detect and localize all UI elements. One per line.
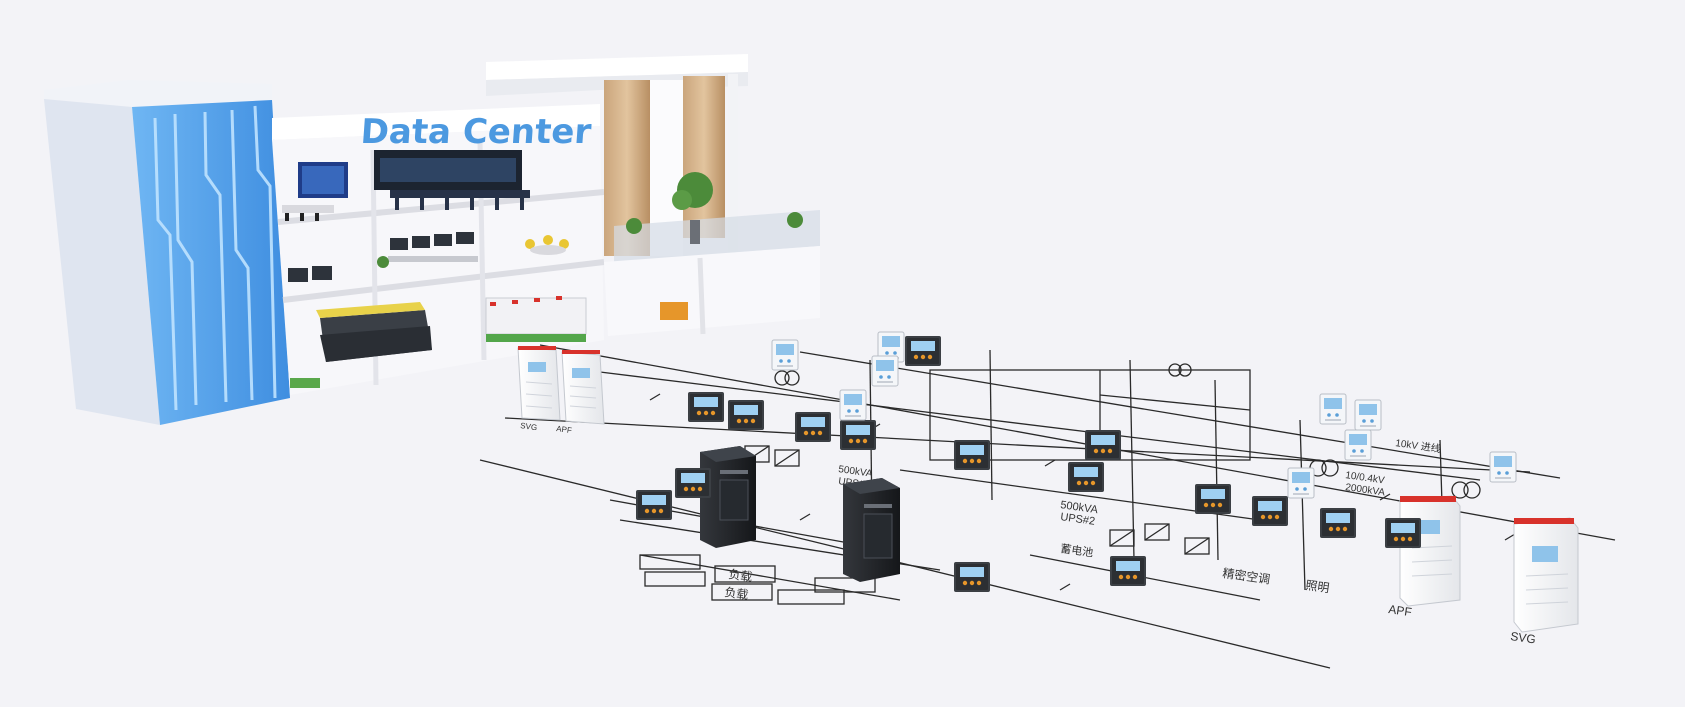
office-workstations (288, 232, 478, 282)
load-label-2: 负载 (724, 585, 750, 602)
meter-icon (1068, 462, 1104, 492)
ups-cabinet-2 (843, 478, 900, 582)
battery-label: 蓄电池 (1060, 542, 1094, 559)
meter-icon (1320, 508, 1356, 538)
meter-icon (728, 400, 764, 430)
svg-cabinet-large (1513, 517, 1579, 633)
meter-icon (795, 412, 831, 442)
meter-icon (688, 392, 724, 422)
terrace-glass (614, 210, 820, 262)
meter-icon (1195, 484, 1231, 514)
roof-slab (272, 104, 600, 140)
ups2-name-label: UPS#2 (1060, 511, 1096, 528)
svg-cabinet-small (517, 346, 561, 421)
relay-icon (1489, 451, 1517, 483)
operator-desks (390, 190, 530, 210)
relay-icon (1354, 399, 1382, 431)
plant-small-right (787, 212, 803, 228)
relay-icon (1287, 467, 1315, 499)
meter-icon (636, 490, 672, 520)
protection-relays (771, 331, 1517, 499)
apf-cabinet-small (561, 350, 605, 425)
meeting-table (282, 205, 334, 213)
apf-label: APF (1388, 602, 1413, 619)
tower-circuit-pattern (153, 105, 277, 411)
wood-panel-right (683, 76, 725, 238)
floor-slabs (277, 189, 605, 303)
tower-side (44, 99, 160, 425)
relay-icon (839, 389, 867, 421)
lounge-chairs (525, 235, 569, 249)
relay-icon (1344, 429, 1372, 461)
equipment-orange (660, 302, 688, 320)
meter-icon (675, 468, 711, 498)
server-racks (316, 302, 432, 362)
svg-label: SVG (1510, 629, 1537, 646)
meter-icon (1385, 518, 1421, 548)
plant-terrace (672, 172, 713, 244)
apf-cabinet-large (1399, 495, 1461, 607)
ups2-capacity-label: 500kVA (1060, 499, 1100, 516)
lighting-label: 照明 (1305, 578, 1331, 595)
ground-grass (290, 378, 320, 388)
plant-small-left (626, 218, 642, 234)
data-center-building: Data Center (44, 54, 820, 425)
relay-icon (1319, 393, 1347, 425)
power-cabinets-row (485, 296, 587, 342)
building-sign: Data Center (359, 112, 592, 152)
apf-small-label: APF (556, 424, 573, 435)
transformer-rating-top: 10/0.4kV (1345, 470, 1386, 486)
lower-room (604, 246, 820, 336)
meter-icon (905, 336, 941, 366)
meter-icon (1110, 556, 1146, 586)
svg-small-label: SVG (520, 421, 538, 432)
tower-top (44, 80, 272, 107)
meter-icon (954, 440, 990, 470)
plant-floor2 (377, 256, 389, 268)
wing-roof (486, 54, 748, 80)
relay-icon (871, 355, 899, 387)
incoming-feeder-label: 10kV 进线 (1395, 436, 1442, 455)
precision-ac-label: 精密空调 (1222, 565, 1272, 587)
load-label-1: 负载 (728, 567, 754, 584)
meter-icon (840, 420, 876, 450)
schematic-labels: 500kVA UPS#1 500kVA UPS#2 蓄电池 10/0.4kV 2… (520, 421, 1537, 646)
meter-icon (954, 562, 990, 592)
meter-icon (1252, 496, 1288, 526)
relay-icon (771, 339, 799, 371)
meter-icon (1085, 430, 1121, 460)
ups-cabinet-1 (700, 446, 756, 548)
ups1-capacity-label: 500kVA (838, 464, 874, 480)
